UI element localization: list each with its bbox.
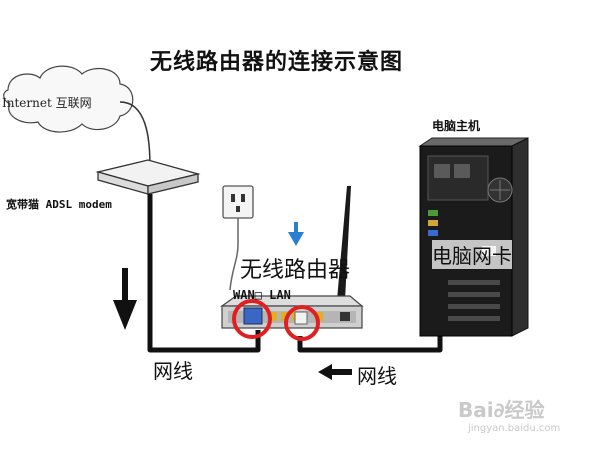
nic-label: 电脑网卡 — [432, 240, 512, 269]
internet-cloud-icon — [3, 65, 134, 133]
wan-port-highlight — [232, 299, 272, 339]
power-socket-icon — [222, 185, 254, 219]
diagram-title: 无线路由器的连接示意图 — [150, 49, 404, 75]
left-arrow-icon — [318, 364, 352, 380]
router-icon — [220, 295, 364, 329]
cable-right-label: 网线 — [357, 364, 397, 388]
pc-host-label: 电脑主机 — [432, 119, 481, 133]
modem-icon — [95, 159, 201, 195]
router-label: 无线路由器 — [240, 258, 351, 283]
internet-label: Internet 互联网 — [2, 96, 92, 110]
power-cord — [229, 218, 239, 291]
down-arrow-icon — [113, 268, 137, 330]
pc-tower-icon — [418, 137, 529, 337]
wan-lan-label: WAN□ LAN — [233, 288, 291, 302]
watermark-url: jingyan.baidu.com — [468, 423, 561, 434]
router-antenna-icon — [337, 186, 351, 300]
cable-left-label: 网线 — [153, 359, 193, 383]
lan-port-highlight — [284, 305, 320, 341]
watermark-brand: Bai∂经验 — [458, 398, 545, 422]
modem-label: 宽带猫 ADSL modem — [6, 198, 112, 211]
blue-down-arrow-icon — [288, 222, 304, 246]
